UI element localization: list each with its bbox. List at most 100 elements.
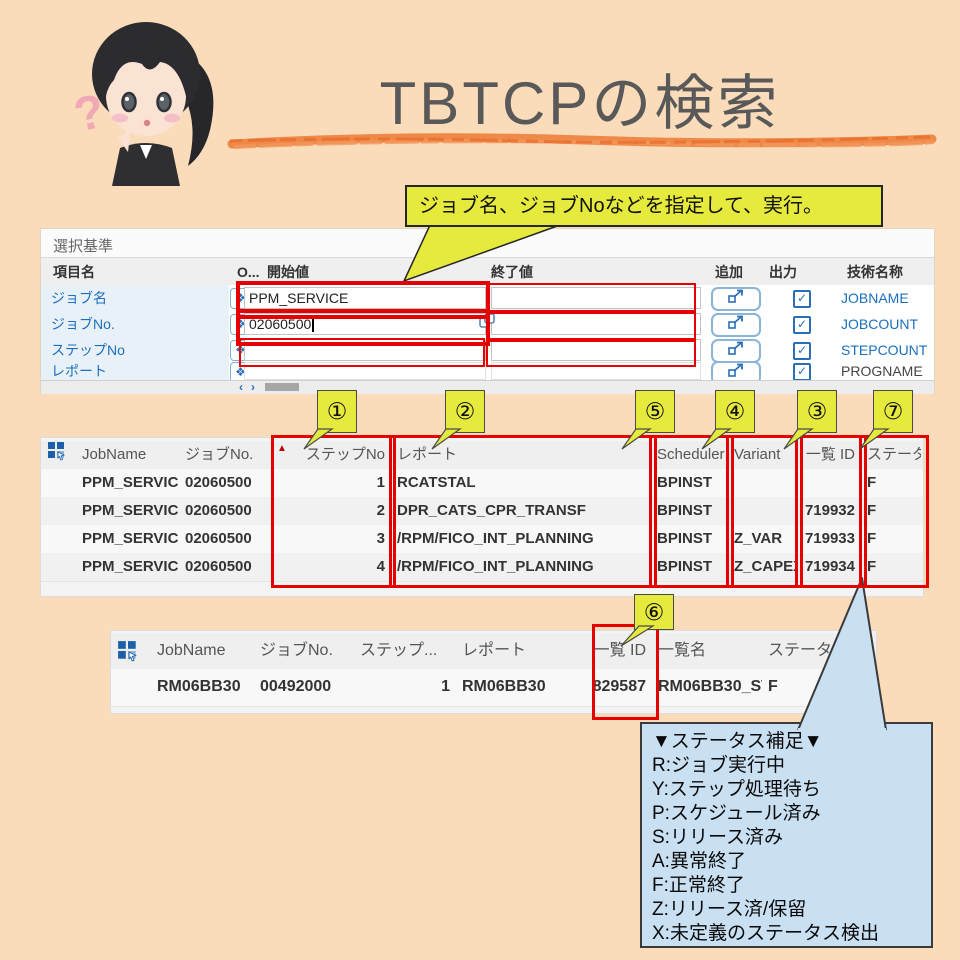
start-value-input[interactable]: PPM_SERVICE bbox=[244, 287, 486, 309]
field-label-link[interactable]: ステップNo bbox=[41, 337, 229, 363]
status-line: P:スケジュール済み bbox=[652, 803, 821, 824]
square-arrow-icon bbox=[728, 315, 743, 329]
column-header-report[interactable]: レポート bbox=[397, 446, 458, 463]
status-legend-callout: ▼ステータス補足▼ R:ジョブ実行中 Y:ステップ処理待ち P:スケジュール済み… bbox=[640, 722, 933, 948]
add-selection-button[interactable] bbox=[711, 339, 761, 363]
marker-tail bbox=[621, 428, 652, 450]
status-line: R:ジョブ実行中 bbox=[652, 755, 786, 776]
marker-1: ① bbox=[303, 390, 357, 450]
marker-5: ⑤ bbox=[621, 390, 675, 450]
table-row: RM06BB30 00492000 1 RM06BB30 829587 RM06… bbox=[111, 669, 876, 707]
col-start-value: 開始値 bbox=[267, 264, 309, 280]
column-header-report[interactable]: レポート bbox=[462, 642, 527, 659]
top-note-callout: ジョブ名、ジョブNoなどを指定して、実行。 bbox=[405, 185, 883, 227]
column-header-jobname[interactable]: JobName bbox=[82, 446, 147, 463]
top-note-tail bbox=[402, 224, 561, 283]
col-end-value: 終了値 bbox=[491, 264, 533, 280]
col-tech-name: 技術名称 bbox=[847, 264, 903, 280]
marker-4: ④ bbox=[701, 390, 755, 450]
square-arrow-icon bbox=[728, 289, 743, 303]
select-all-icon[interactable] bbox=[117, 640, 139, 662]
end-value-input[interactable] bbox=[491, 339, 701, 361]
marker-3: ③ bbox=[783, 390, 837, 450]
start-value-input[interactable] bbox=[244, 339, 486, 361]
status-legend-title: ▼ステータス補足▼ bbox=[652, 731, 823, 752]
marker-tail bbox=[859, 428, 890, 450]
column-header-scheduler[interactable]: Scheduler bbox=[657, 446, 725, 463]
col-output: 出力 bbox=[769, 264, 797, 280]
tech-name-link[interactable]: JOBCOUNT bbox=[841, 316, 918, 332]
field-label[interactable]: レポート bbox=[41, 363, 229, 380]
output-checkbox[interactable]: ✓ bbox=[793, 290, 811, 308]
end-value-input[interactable] bbox=[491, 362, 701, 380]
marker-7: ⑦ bbox=[859, 390, 913, 450]
column-header-list-name[interactable]: 一覧名 bbox=[658, 642, 707, 659]
marker-tail bbox=[783, 428, 814, 450]
col-add: 追加 bbox=[715, 264, 743, 280]
form-row-progname: レポート ❖ ✓ PROGNAME bbox=[41, 361, 934, 385]
horizontal-scrollbar[interactable]: ‹ › bbox=[41, 380, 934, 394]
title-underline-decoration bbox=[227, 133, 937, 149]
col-operator: O... bbox=[237, 264, 260, 280]
square-arrow-icon bbox=[728, 363, 743, 377]
field-label-link[interactable]: ジョブ名 bbox=[41, 285, 229, 311]
marker-tail bbox=[303, 428, 334, 450]
marker-tail bbox=[701, 428, 732, 450]
output-checkbox[interactable]: ✓ bbox=[793, 342, 811, 360]
column-header-list-id[interactable]: 一覧 ID bbox=[805, 446, 855, 463]
form-row-stepcount: ステップNo ❖ ✓ STEPCOUNT bbox=[41, 337, 934, 364]
column-header-jobno[interactable]: ジョブNo. bbox=[185, 446, 254, 463]
marker-tail bbox=[620, 625, 656, 647]
column-header-stepno[interactable]: ▲ステップNo bbox=[273, 441, 391, 469]
end-value-input[interactable] bbox=[491, 287, 701, 309]
add-selection-button[interactable] bbox=[711, 313, 761, 337]
start-value-input[interactable] bbox=[244, 362, 486, 380]
tech-name: PROGNAME bbox=[841, 363, 923, 379]
status-line: S:リリース済み bbox=[652, 827, 784, 848]
form-header-row: 項目名 O... 開始値 終了値 追加 出力 技術名称 bbox=[41, 257, 934, 287]
page-title: TBTCPの検索 bbox=[379, 70, 781, 137]
scroll-right-icon[interactable]: › bbox=[251, 380, 255, 394]
marker-2: ② bbox=[431, 390, 485, 450]
column-header-list-id[interactable]: 一覧 ID bbox=[593, 642, 646, 659]
results-table-2: JobName ジョブNo. ステップ... レポート 一覧 ID 一覧名 ステ… bbox=[110, 630, 877, 714]
column-header-variant[interactable]: Variant bbox=[734, 446, 781, 463]
column-header-step[interactable]: ステップ... bbox=[360, 642, 438, 659]
sort-ascending-icon: ▲ bbox=[277, 443, 287, 454]
table-header-row: JobName ジョブNo. ステップ... レポート 一覧 ID 一覧名 ステ… bbox=[111, 633, 876, 670]
column-header-status[interactable]: ステータス bbox=[867, 446, 921, 463]
tech-name-link[interactable]: STEPCOUNT bbox=[841, 342, 928, 358]
scrollbar-thumb[interactable] bbox=[265, 383, 299, 391]
status-line: X:未定義のステータス検出 bbox=[652, 923, 879, 944]
form-row-jobname: ジョブ名 ❖ PPM_SERVICE ✓ JOBNAME bbox=[41, 285, 934, 312]
marker-6: ⑥ bbox=[620, 594, 674, 647]
panel-title: 選択基準 bbox=[53, 238, 114, 255]
field-label-link[interactable]: ジョブNo. bbox=[41, 311, 229, 337]
column-header-status[interactable]: ステータス bbox=[768, 642, 849, 659]
status-line: Y:ステップ処理待ち bbox=[652, 779, 821, 800]
add-selection-button[interactable] bbox=[711, 287, 761, 311]
square-arrow-icon bbox=[728, 341, 743, 355]
marker-tail bbox=[431, 428, 462, 450]
column-header-jobname[interactable]: JobName bbox=[157, 642, 226, 659]
scroll-left-icon[interactable]: ‹ bbox=[239, 380, 243, 394]
text-cursor bbox=[312, 318, 315, 333]
mascot-illustration: ? bbox=[70, 22, 214, 186]
results-table: JobName ジョブNo. ▲ステップNo レポート Scheduler Va… bbox=[40, 437, 924, 597]
status-line: A:異常終了 bbox=[652, 851, 746, 872]
status-line: Z:リリース済/保留 bbox=[652, 899, 807, 920]
status-line: F:正常終了 bbox=[652, 875, 745, 896]
end-value-input[interactable] bbox=[491, 313, 701, 335]
start-value-input[interactable]: 02060500 bbox=[244, 313, 486, 335]
select-all-icon[interactable] bbox=[47, 441, 67, 461]
column-header-jobno[interactable]: ジョブNo. bbox=[260, 642, 333, 659]
output-checkbox[interactable]: ✓ bbox=[793, 363, 811, 381]
copy-icon[interactable] bbox=[478, 312, 496, 330]
tech-name-link[interactable]: JOBNAME bbox=[841, 290, 909, 306]
output-checkbox[interactable]: ✓ bbox=[793, 316, 811, 334]
